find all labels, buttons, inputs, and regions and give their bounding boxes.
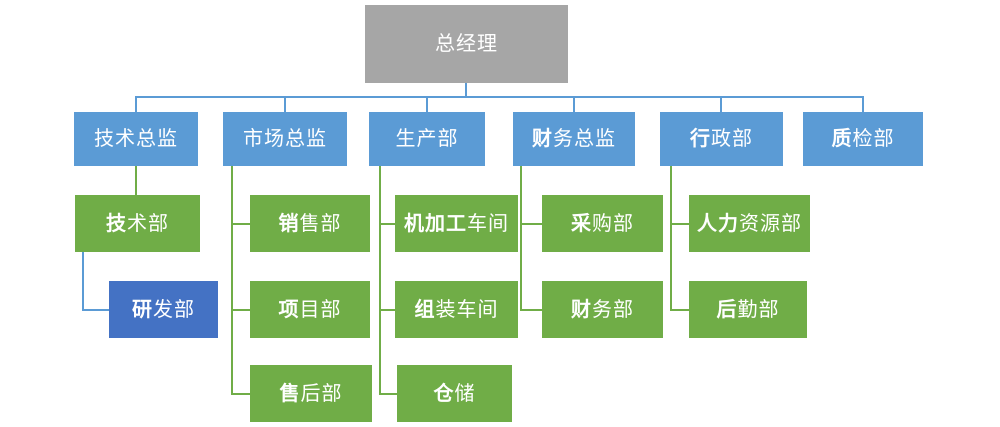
org-node-qc-dept: 质检部 [803,112,923,166]
node-label: 市场总监 [243,128,327,150]
connector-line [670,166,672,311]
org-node-admin-dept: 行政部 [660,112,783,166]
connector-line [573,96,575,113]
node-label: 储 [454,382,476,405]
connector-line [135,166,137,195]
node-label-bold: 组 [414,298,436,321]
node-label: 购部 [592,212,634,235]
node-label-bold: 仓 [433,382,455,405]
connector-line [720,96,722,113]
connector-line [284,96,286,113]
node-label: 务总监 [553,128,616,150]
node-label-bold: 项 [278,298,300,321]
org-node-hr-dept: 人力资源部 [689,195,810,252]
org-node-market-director: 市场总监 [223,112,347,166]
connector-line [379,223,395,225]
node-label: 目部 [299,298,342,321]
node-label: 生产部 [395,128,459,150]
connector-line [82,252,84,311]
node-label: 总经理 [435,33,498,55]
node-label-bold: 研 [132,298,153,321]
node-label-bold: 销 [278,212,300,235]
connector-line [520,309,542,311]
node-label: 装车间 [435,298,499,321]
node-label: 务部 [592,298,634,321]
node-label: 资源部 [739,212,802,235]
node-label-bold: 机加工 [404,212,467,235]
connector-line [379,166,381,395]
node-label: 检部 [852,128,895,150]
connector-line [231,223,250,225]
org-node-assembly-workshop: 组装车间 [395,281,518,338]
node-label-bold: 技 [106,212,127,235]
org-node-sales-dept: 销售部 [250,195,370,252]
connector-line [520,166,522,311]
node-label: 后部 [300,382,343,405]
node-label: 技术总监 [94,128,178,150]
org-node-tech-dept: 技术部 [75,195,200,252]
node-label-bold: 后 [716,298,738,321]
node-label-bold: 采 [571,212,592,235]
connector-line [82,309,109,311]
node-label: 售部 [299,212,342,235]
org-node-logistics-dept: 后勤部 [689,281,807,338]
connector-line [426,96,428,113]
node-label: 发部 [153,298,195,321]
node-label-bold: 人力 [697,212,739,235]
node-label: 车间 [467,212,509,235]
connector-line [231,393,250,395]
org-node-finance-dept: 财务部 [542,281,663,338]
node-label-bold: 售 [279,382,301,405]
node-label-bold: 行 [690,128,711,150]
org-node-project-dept: 项目部 [250,281,370,338]
org-node-rd-dept: 研发部 [109,281,218,338]
connector-line [670,223,689,225]
org-node-warehouse: 仓储 [397,365,512,422]
node-label-bold: 财 [571,298,592,321]
org-node-machining-workshop: 机加工车间 [395,195,518,252]
node-label: 勤部 [737,298,780,321]
connector-line [231,309,250,311]
node-label-bold: 财 [532,128,553,150]
connector-line [231,166,233,395]
org-node-production-dept: 生产部 [369,112,485,166]
connector-line [520,223,542,225]
node-label: 术部 [127,212,169,235]
connector-line [670,309,689,311]
org-node-general-manager: 总经理 [365,5,568,83]
connector-line [862,96,864,113]
node-label-bold: 质 [831,128,853,150]
connector-line [135,96,864,98]
org-node-aftersales-dept: 售后部 [250,365,372,422]
connector-line [379,309,395,311]
org-node-purchasing-dept: 采购部 [542,195,663,252]
org-node-tech-director: 技术总监 [74,112,198,166]
connector-line [135,96,137,113]
org-node-finance-director: 财务总监 [513,112,635,166]
node-label: 政部 [711,128,753,150]
connector-line [379,393,397,395]
connector-line [465,83,467,98]
